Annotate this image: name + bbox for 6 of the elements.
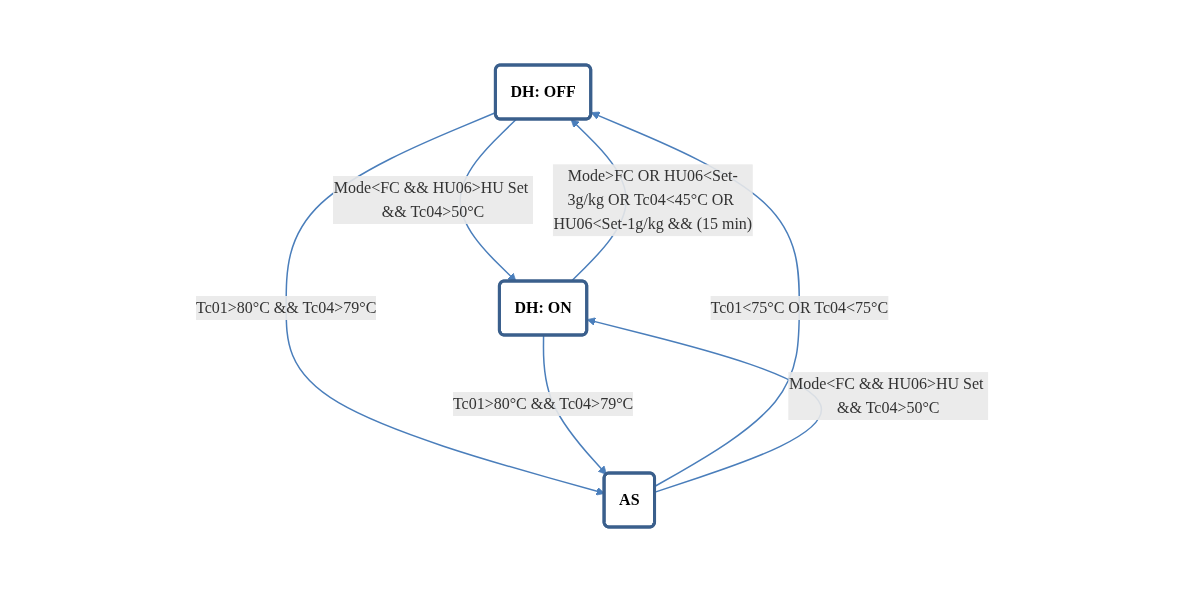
edge-label: Tc01>80°C && Tc04>79°C [195,298,377,316]
edge-label: Tc01<75°C OR Tc04<75°C [710,298,888,316]
edge-label: Mode>FC OR HU06<Set-3g/kg OR Tc04<45°C OR HU06<Set-1g/kg && (15 min) [553,166,753,232]
edge-label: Tc01>80°C && Tc04>79°C [452,394,634,412]
edge-label: Mode<FC && HU06>HU Set && Tc04>50°C [333,178,529,220]
edge-label: Mode<FC && HU06>HU Set && Tc04>50°C [788,374,984,416]
